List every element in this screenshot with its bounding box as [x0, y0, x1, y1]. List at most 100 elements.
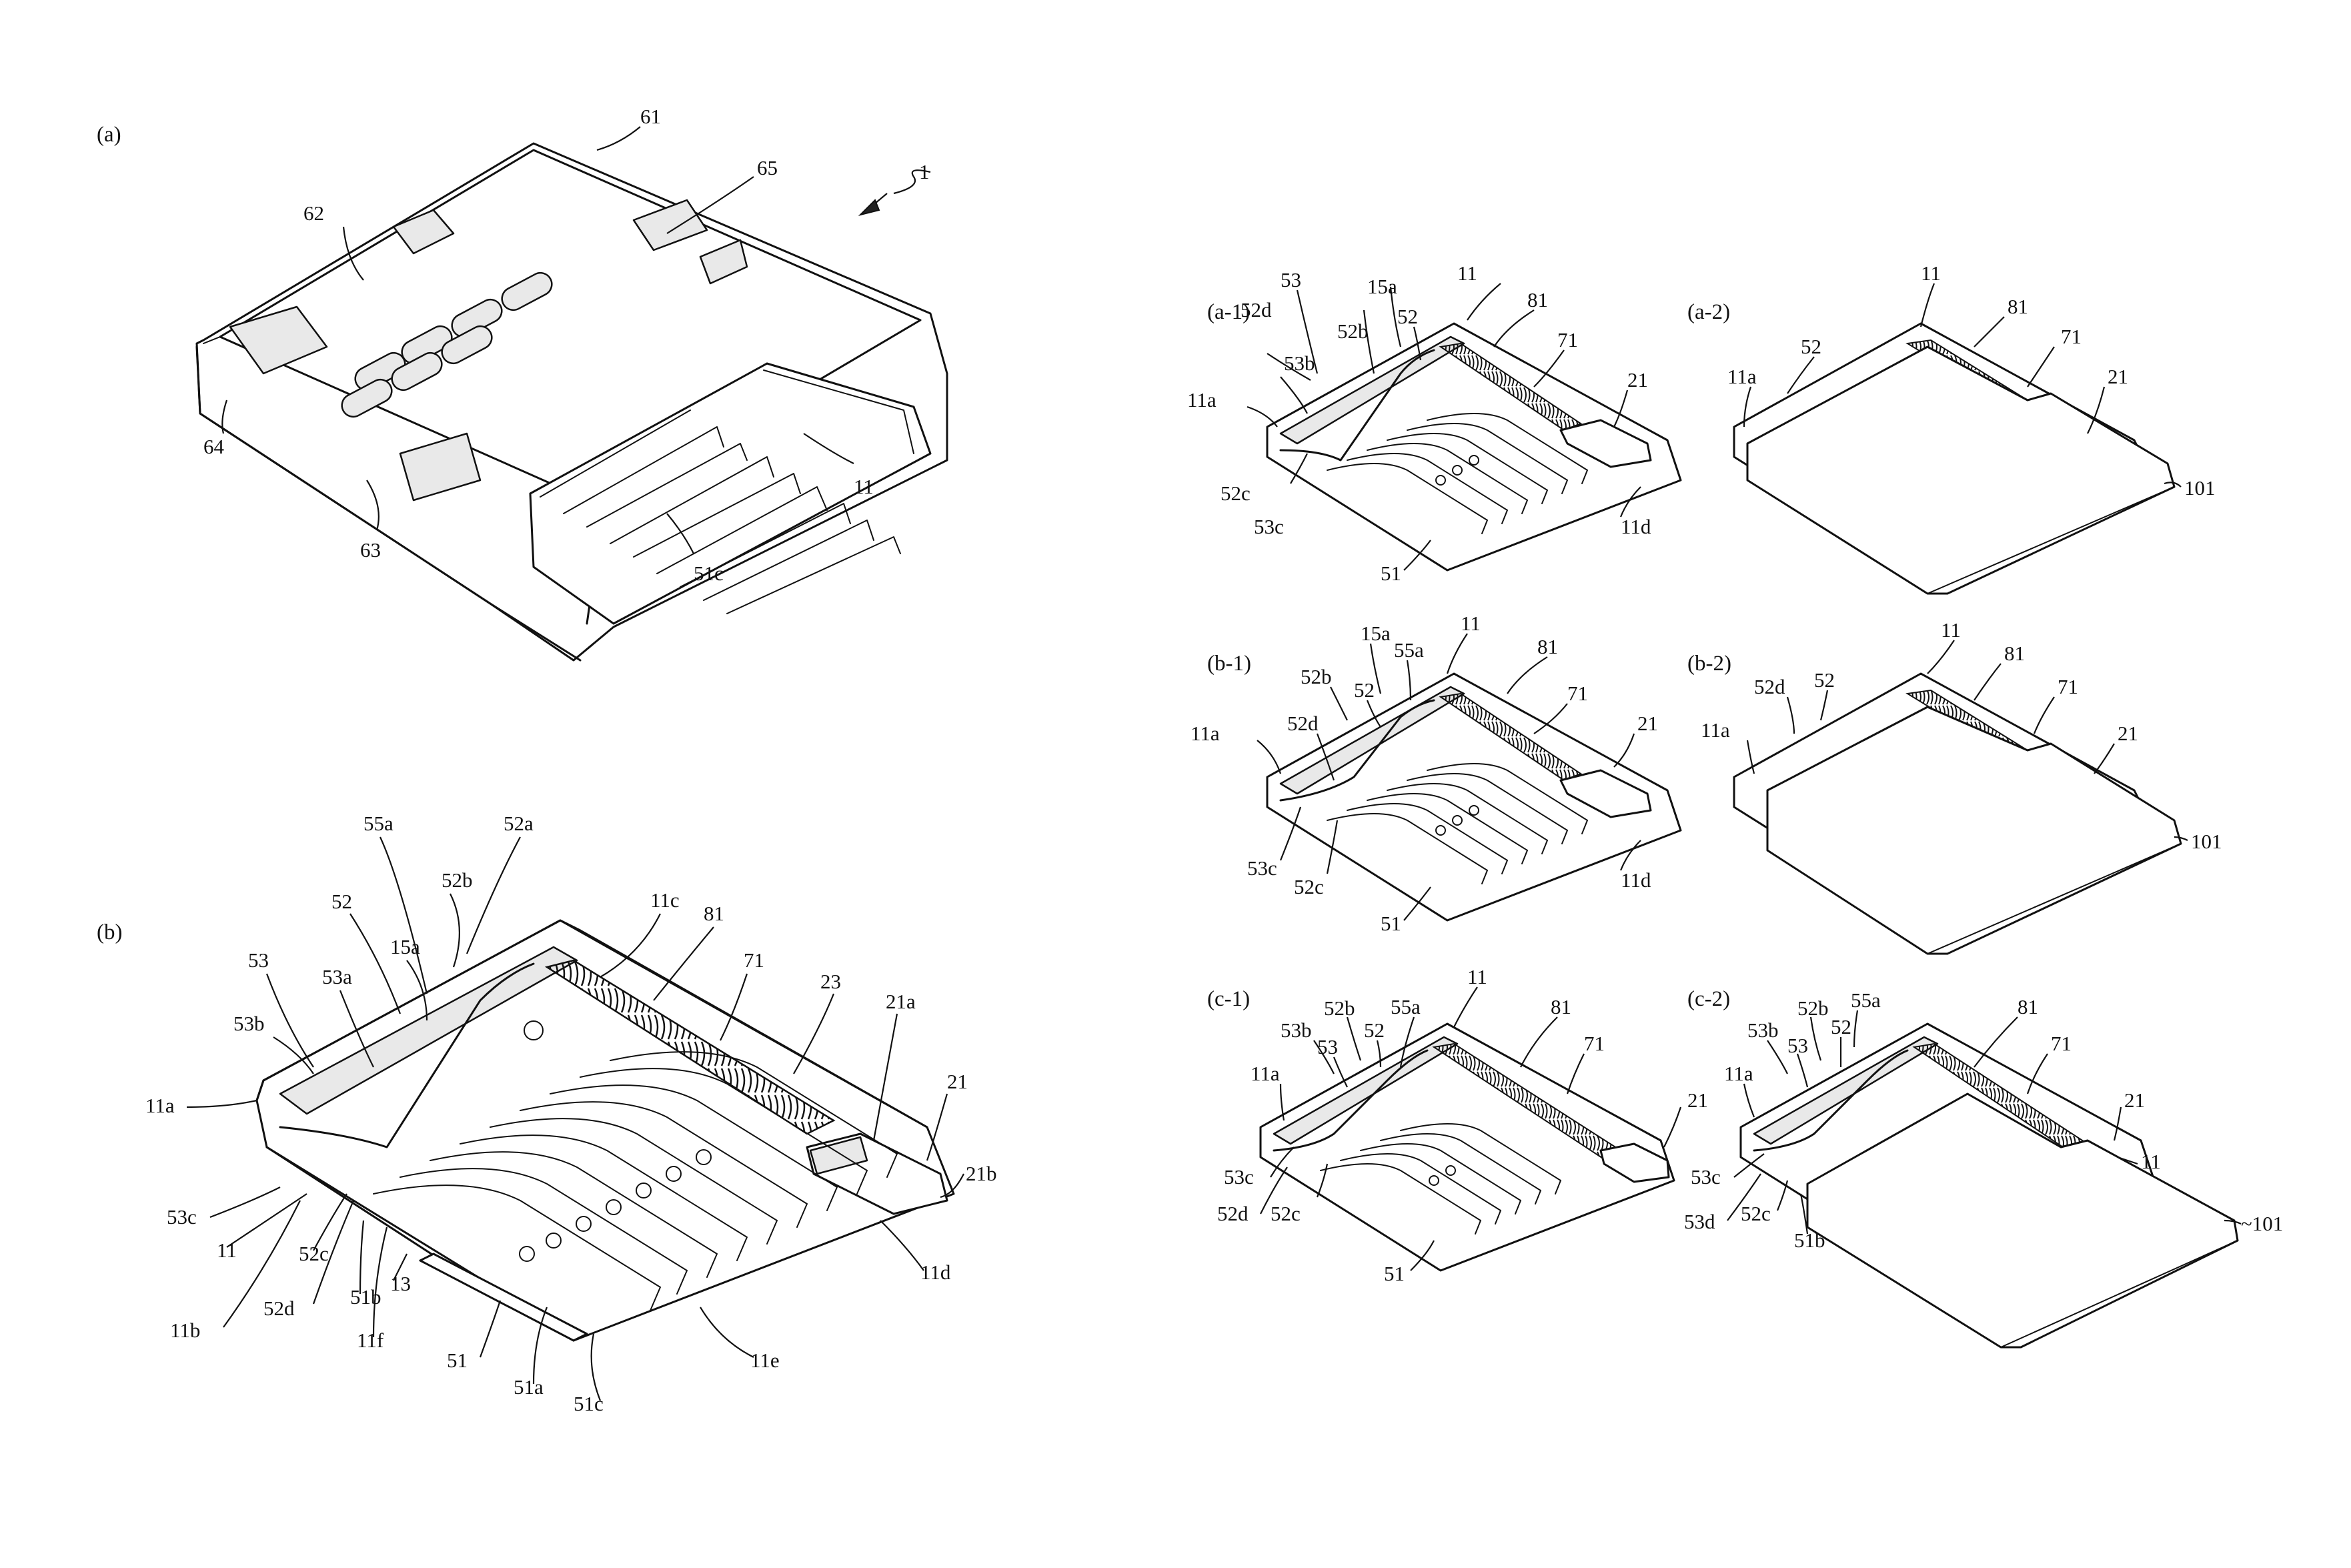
figure-b-panel-label: (b) — [97, 920, 122, 944]
figure-b-ref-11b: 11b — [170, 1319, 200, 1342]
figure-a2-ref-71: 71 — [2061, 325, 2082, 348]
figure-a2-ref-81: 81 — [2008, 295, 2028, 318]
figure-c2-card-inserted: (c-2) 52b 55a 81 53b 52 53 71 11a 21 53c… — [1684, 987, 2283, 1347]
figure-b-ref-21b: 21b — [966, 1162, 997, 1185]
figure-a-ref-63: 63 — [360, 538, 381, 562]
figure-b-ref-53b: 53b — [233, 1012, 265, 1035]
figure-b-ref-21a: 21a — [886, 990, 916, 1013]
figure-c2-ref-51b: 51b — [1794, 1229, 1825, 1252]
figure-a2-ref-11a: 11a — [1727, 365, 1757, 388]
figure-b-ref-11c: 11c — [650, 888, 680, 912]
figure-a-ref-11: 11 — [854, 475, 874, 498]
figure-a1-ref-53: 53 — [1281, 268, 1301, 291]
figure-b2-ref-52: 52 — [1814, 668, 1835, 692]
figure-c1-ref-52b: 52b — [1324, 996, 1355, 1020]
figure-b-ref-53c: 53c — [167, 1205, 197, 1229]
figure-b1-housing — [1267, 674, 1681, 920]
figure-c1-panel-label: (c-1) — [1207, 987, 1250, 1011]
figure-a1-ref-52b: 52b — [1337, 319, 1369, 343]
figure-c2-ref-53c: 53c — [1691, 1165, 1721, 1189]
figure-a2-ref-52: 52 — [1801, 335, 1821, 358]
figure-c2-ref-55a: 55a — [1851, 988, 1881, 1012]
figure-b-ref-11e: 11e — [750, 1349, 780, 1372]
figure-c2-housing-with-card — [1741, 1024, 2238, 1347]
figure-a1-ref-53c: 53c — [1254, 515, 1284, 538]
figure-c1-ref-53: 53 — [1317, 1035, 1338, 1058]
figure-c1-ref-53c: 53c — [1224, 1165, 1254, 1189]
figure-b1-ref-52d: 52d — [1287, 712, 1319, 735]
figure-b-ref-15a: 15a — [390, 935, 420, 958]
figure-b1-ref-52b: 52b — [1301, 665, 1332, 688]
figure-c1-ref-71: 71 — [1584, 1032, 1605, 1055]
figure-b2-ref-101: 101 — [2191, 830, 2222, 853]
figure-a-ref-1: 1 — [919, 160, 930, 183]
figure-b1-ref-81: 81 — [1537, 635, 1558, 658]
figure-b2-housing-with-card — [1734, 674, 2181, 954]
figure-b1-panel-label: (b-1) — [1207, 652, 1251, 676]
figure-b2-ref-11: 11 — [1941, 618, 1961, 642]
figure-c2-ref-101: ~101 — [2241, 1212, 2283, 1235]
figure-b-ref-13: 13 — [390, 1272, 411, 1295]
figure-c2-panel-label: (c-2) — [1687, 987, 1730, 1011]
figure-a-ref-65: 65 — [757, 156, 778, 179]
figure-b-ref-51c: 51c — [574, 1392, 604, 1415]
figure-b2-ref-71: 71 — [2058, 675, 2078, 698]
figure-a1-housing — [1267, 323, 1681, 570]
figure-b1-ref-53c: 53c — [1247, 856, 1277, 880]
figure-b-housing-detail: (b) — [97, 812, 997, 1415]
figure-a1-ref-51: 51 — [1381, 562, 1401, 585]
figure-a1-housing-state: (a-1) 53 15a 11 81 52d 52b 52 71 53b 2 — [1187, 261, 1681, 585]
figure-c2-ref-71: 71 — [2051, 1032, 2072, 1055]
figure-a1-ref-11d: 11d — [1621, 515, 1651, 538]
figure-a1-ref-52: 52 — [1397, 305, 1418, 328]
figure-c2-ref-53b: 53b — [1747, 1018, 1779, 1042]
figure-b-ref-53a: 53a — [322, 965, 352, 988]
figure-b1-ref-21: 21 — [1637, 712, 1658, 735]
figure-c1-ref-11a: 11a — [1251, 1062, 1280, 1085]
figure-b-ref-51b: 51b — [350, 1285, 381, 1309]
figure-c2-ref-21: 21 — [2124, 1088, 2145, 1112]
figure-a2-ref-11: 11 — [1921, 261, 1941, 285]
figure-b1-housing-state: (b-1) 15a 11 55a 81 52b 52 71 11a 52d — [1191, 612, 1681, 935]
figure-b-ref-23: 23 — [820, 970, 841, 993]
figure-c1-ref-51: 51 — [1384, 1262, 1405, 1285]
figure-c1-ref-81: 81 — [1551, 995, 1571, 1018]
figure-a1-ref-71: 71 — [1557, 328, 1578, 351]
figure-b-ref-51a: 51a — [514, 1375, 544, 1399]
figure-b1-ref-71: 71 — [1567, 682, 1588, 705]
figure-a1-ref-52d: 52d — [1241, 298, 1272, 321]
figure-a1-ref-81: 81 — [1527, 288, 1548, 311]
figure-c2-ref-81: 81 — [2018, 995, 2038, 1018]
figure-a1-ref-11: 11 — [1457, 261, 1477, 285]
figure-b1-ref-11a: 11a — [1191, 722, 1220, 745]
figure-b-housing — [257, 920, 954, 1341]
figure-c1-ref-21: 21 — [1687, 1088, 1708, 1112]
figure-b-ref-52c: 52c — [299, 1242, 329, 1265]
figure-b-ref-11: 11 — [217, 1239, 237, 1262]
figure-a-ref-51c: 51c — [694, 562, 724, 585]
figure-b2-ref-21: 21 — [2118, 722, 2138, 745]
figure-b-ref-71: 71 — [744, 948, 764, 972]
figure-b2-ref-52d: 52d — [1754, 675, 1785, 698]
figure-b-ref-21: 21 — [947, 1070, 968, 1093]
figure-a2-housing-with-card — [1734, 323, 2174, 594]
figure-a-ref-64: 64 — [203, 435, 225, 458]
figure-b-ref-52: 52 — [331, 890, 352, 913]
figure-b-ref-11d: 11d — [920, 1261, 951, 1284]
figure-b-ref-11f: 11f — [357, 1329, 384, 1352]
figure-b2-ref-11a: 11a — [1701, 718, 1730, 742]
figure-b1-ref-52: 52 — [1354, 678, 1375, 702]
figure-a2-ref-21: 21 — [2108, 365, 2128, 388]
figure-c2-ref-52c: 52c — [1741, 1202, 1771, 1225]
figure-c2-ref-11: 11 — [2141, 1150, 2161, 1173]
figure-a2-ref-101: 101 — [2184, 476, 2216, 500]
figure-b2-card-inserted: (b-2) 11 81 52d 52 71 11a 21 101 — [1687, 618, 2222, 954]
figure-a1-ref-53b: 53b — [1284, 351, 1315, 375]
figure-a2-card-inserted: (a-2) 11 81 52 71 11a 21 101 — [1687, 261, 2216, 594]
figure-c2-ref-53: 53 — [1787, 1034, 1808, 1057]
figure-b-ref-81: 81 — [704, 902, 724, 925]
figure-b-ref-55a: 55a — [363, 812, 394, 835]
figure-b1-ref-52c: 52c — [1294, 875, 1324, 898]
